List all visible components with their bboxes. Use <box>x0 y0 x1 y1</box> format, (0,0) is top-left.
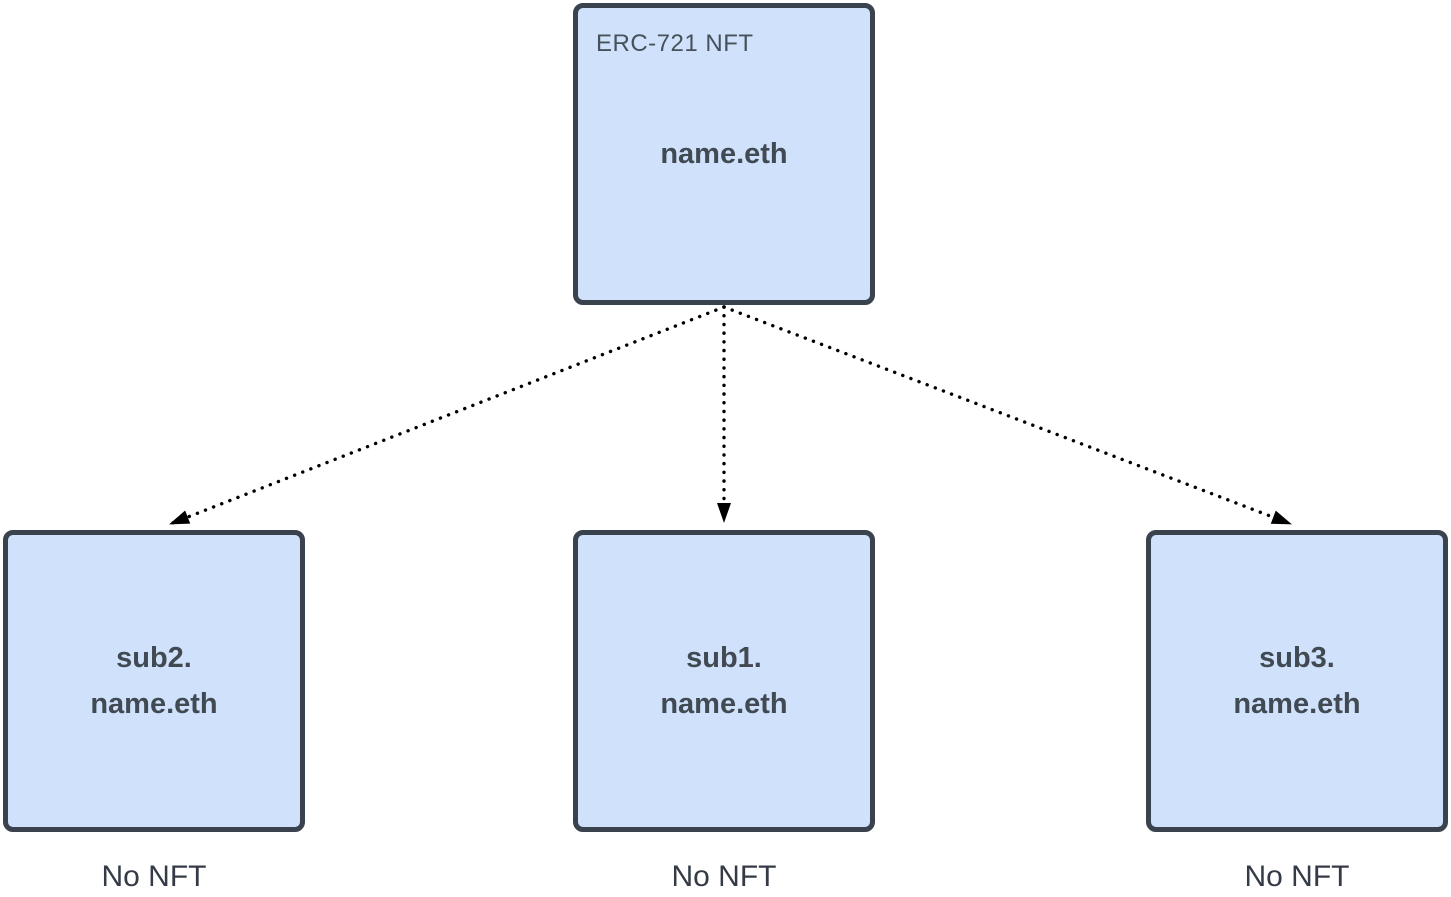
node-sub1-line1: sub1. <box>686 642 762 674</box>
child-group-sub3: sub3. name.eth No NFT <box>1146 530 1448 894</box>
node-sub2-line1: sub2. <box>116 642 192 674</box>
node-sub2: sub2. name.eth <box>3 530 305 832</box>
node-root: ERC-721 NFT name.eth <box>573 3 875 305</box>
node-sub3-title: sub3. name.eth <box>1151 535 1443 827</box>
node-sub2-caption: No NFT <box>101 860 207 893</box>
child-group-sub2: sub2. name.eth No NFT <box>3 530 305 894</box>
node-root-tag: ERC-721 NFT <box>596 30 754 57</box>
node-sub2-title: sub2. name.eth <box>8 535 300 827</box>
node-root-title: name.eth <box>660 138 788 170</box>
node-sub1-title: sub1. name.eth <box>578 535 870 827</box>
edge-root-to-sub2 <box>168 305 726 526</box>
child-group-sub1: sub1. name.eth No NFT <box>573 530 875 894</box>
node-sub3: sub3. name.eth <box>1146 530 1448 832</box>
node-sub1-caption: No NFT <box>671 860 777 893</box>
node-sub3-line2: name.eth <box>1233 688 1361 720</box>
edge-root-to-sub3 <box>722 305 1293 526</box>
node-sub3-caption: No NFT <box>1244 860 1350 893</box>
node-sub1-line2: name.eth <box>660 688 788 720</box>
node-sub2-line2: name.eth <box>90 688 218 720</box>
node-sub1: sub1. name.eth <box>573 530 875 832</box>
node-sub3-line1: sub3. <box>1259 642 1335 674</box>
